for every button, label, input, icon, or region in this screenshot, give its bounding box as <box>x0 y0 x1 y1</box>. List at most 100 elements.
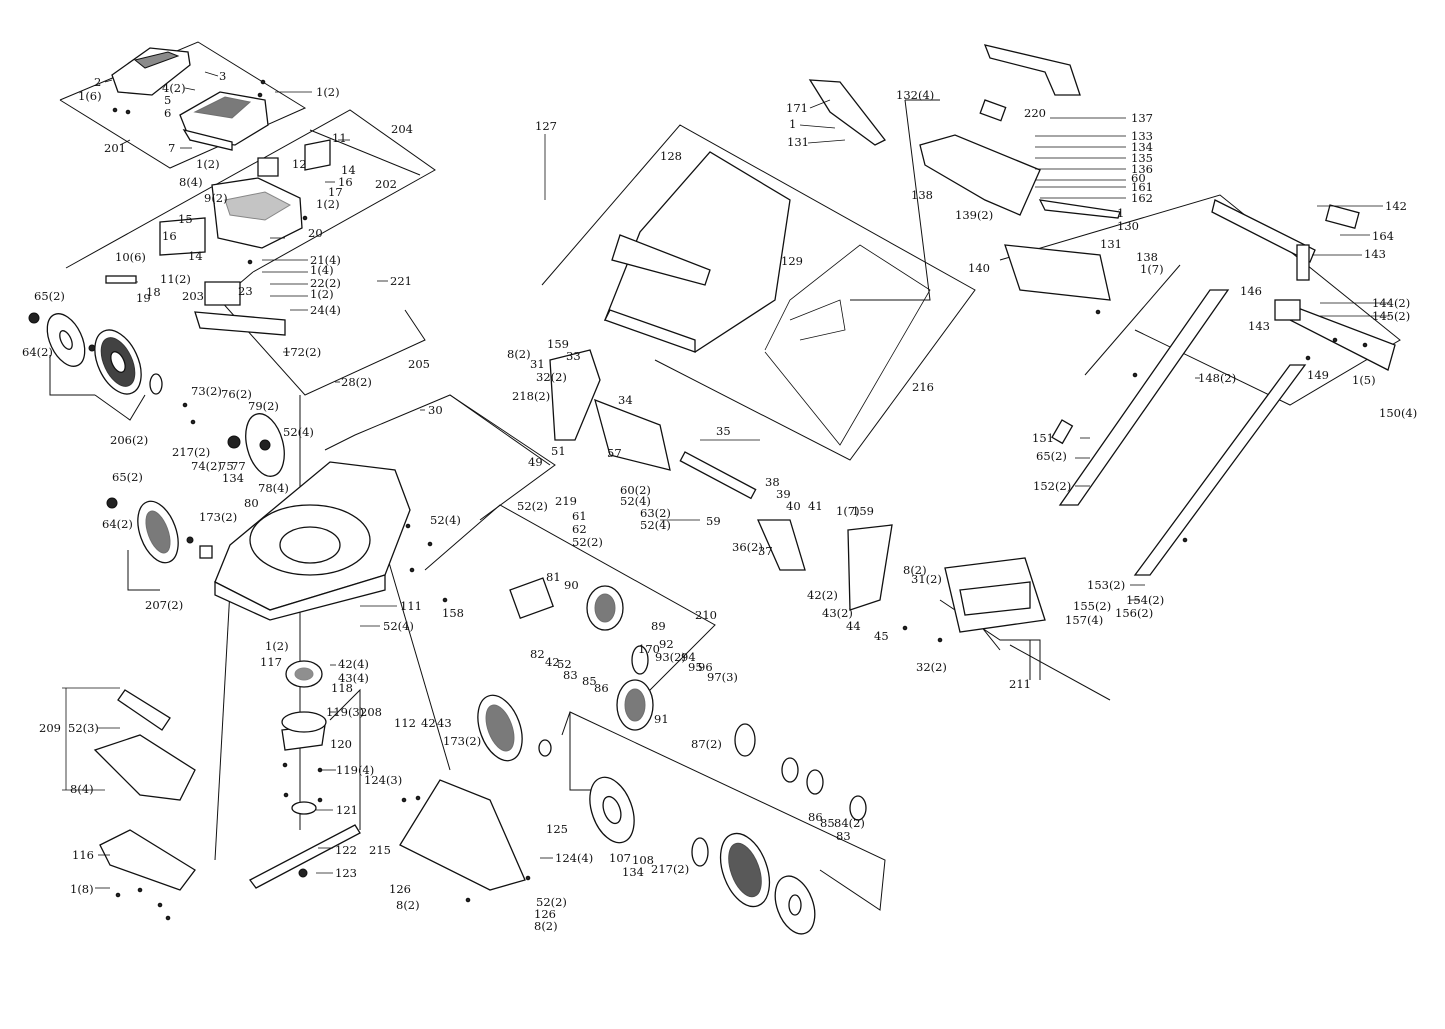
callout-label: 59 <box>706 514 721 528</box>
callout-label: 154(2) <box>1126 593 1164 607</box>
callout-label: 52(4) <box>383 619 414 633</box>
callout-label: 149 <box>1307 368 1329 382</box>
callout-label: 11(2) <box>160 272 191 286</box>
callout-label: 134 <box>222 471 244 485</box>
callout-label: 62 <box>572 522 587 536</box>
callout-label: 120 <box>330 737 352 751</box>
callout-label: 1(4) <box>310 263 334 277</box>
callout-label: 65(2) <box>112 470 143 484</box>
callout-label: 87(2) <box>691 737 722 751</box>
callout-label: 130 <box>1117 219 1139 233</box>
motor-part <box>509 577 654 731</box>
callout-label: 215 <box>369 843 391 857</box>
callout-label: 155(2) <box>1073 599 1111 613</box>
callout-label: 80 <box>244 496 259 510</box>
callout-label: 217(2) <box>651 862 689 876</box>
callout-label: 12 <box>292 157 307 171</box>
callout-label: 143 <box>1248 319 1270 333</box>
callout-label: 14 <box>341 163 356 177</box>
callout-label: 52(2) <box>572 535 603 549</box>
callout-label: 95 <box>688 660 703 674</box>
callout-label: 138 <box>911 188 933 202</box>
callout-label: 206(2) <box>110 433 148 447</box>
callout-label: 8(4) <box>179 175 203 189</box>
callout-label: 14 <box>188 249 203 263</box>
electronics-housing-part <box>105 139 331 336</box>
callout-label: 65(2) <box>34 289 65 303</box>
callout-label: 75 <box>219 459 234 473</box>
callout-label: 201 <box>104 141 126 155</box>
callout-label: 10(6) <box>115 250 146 264</box>
callout-label: 96 <box>698 660 713 674</box>
grass-catcher-part <box>603 151 931 446</box>
callout-label: 151 <box>1032 431 1054 445</box>
callout-label: 31 <box>530 357 545 371</box>
callout-label: 89 <box>651 619 666 633</box>
blade-assembly-part <box>249 660 361 889</box>
upper-handle-part <box>808 44 1121 301</box>
callout-label: 139(2) <box>955 208 993 222</box>
callout-label: 172(2) <box>283 345 321 359</box>
callout-label: 16 <box>162 229 177 243</box>
callout-label: 8(4) <box>70 782 94 796</box>
callout-label: 124(3) <box>364 773 402 787</box>
callout-label: 36(2) <box>732 540 763 554</box>
callout-label: 136 <box>1131 162 1153 176</box>
callout-label: 5 <box>164 93 171 107</box>
callout-label: 126 <box>534 907 556 921</box>
callout-label: 159 <box>547 337 569 351</box>
callout-label: 131 <box>787 135 809 149</box>
callout-label: 158 <box>442 606 464 620</box>
callout-label: 90 <box>564 578 579 592</box>
drive-wheel-part <box>477 694 816 935</box>
callout-label: 32(2) <box>916 660 947 674</box>
callout-label: 94 <box>681 650 696 664</box>
callout-label: 164 <box>1372 229 1394 243</box>
callout-label: 64(2) <box>102 517 133 531</box>
deck-part <box>214 461 411 621</box>
callout-label: 207(2) <box>145 598 183 612</box>
rear-wheel-set-207 <box>106 497 213 564</box>
callout-label: 63(2) <box>640 506 671 520</box>
callout-label: 61 <box>572 509 587 523</box>
callout-label: 116 <box>72 848 94 862</box>
callout-label: 38 <box>765 475 780 489</box>
callout-label: 107 <box>609 851 631 865</box>
callout-label: 35 <box>716 424 731 438</box>
callout-label: 8(2) <box>534 919 558 933</box>
callout-label: 218(2) <box>512 389 550 403</box>
callout-label: 77 <box>231 459 246 473</box>
callout-label: 92 <box>659 637 674 651</box>
callout-label: 60 <box>1131 171 1146 185</box>
callout-label: 85 <box>582 674 597 688</box>
callout-label: 8(2) <box>903 563 927 577</box>
callout-label: 43(4) <box>338 671 369 685</box>
callout-label: 112 <box>394 716 416 730</box>
callout-label: 137 <box>1131 111 1153 125</box>
callout-label: 221 <box>390 274 412 288</box>
callout-label: 52(4) <box>620 494 651 508</box>
callout-label: 43 <box>437 716 452 730</box>
callout-label: 39 <box>776 487 791 501</box>
callout-label: 42 <box>545 655 560 669</box>
callout-label: 205 <box>408 357 430 371</box>
callout-label: 45 <box>874 629 889 643</box>
callout-label: 3 <box>219 69 226 83</box>
callout-label: 202 <box>375 177 397 191</box>
battery-cover-part <box>111 47 269 151</box>
callout-label: 82 <box>530 647 545 661</box>
callout-label: 52(4) <box>640 518 671 532</box>
callout-label: 152(2) <box>1033 479 1071 493</box>
front-wheel-set-206 <box>28 312 163 395</box>
callout-label: 52 <box>557 657 572 671</box>
callout-label: 140 <box>968 261 990 275</box>
callout-label: 37 <box>758 544 773 558</box>
callout-label: 52(4) <box>430 513 461 527</box>
callout-label: 57 <box>607 446 622 460</box>
callout-label: 60(2) <box>620 483 651 497</box>
callout-label: 16 <box>338 175 353 189</box>
callout-label: 84(2) <box>834 816 865 830</box>
callout-label: 11 <box>332 131 347 145</box>
callout-label: 9(2) <box>204 191 228 205</box>
